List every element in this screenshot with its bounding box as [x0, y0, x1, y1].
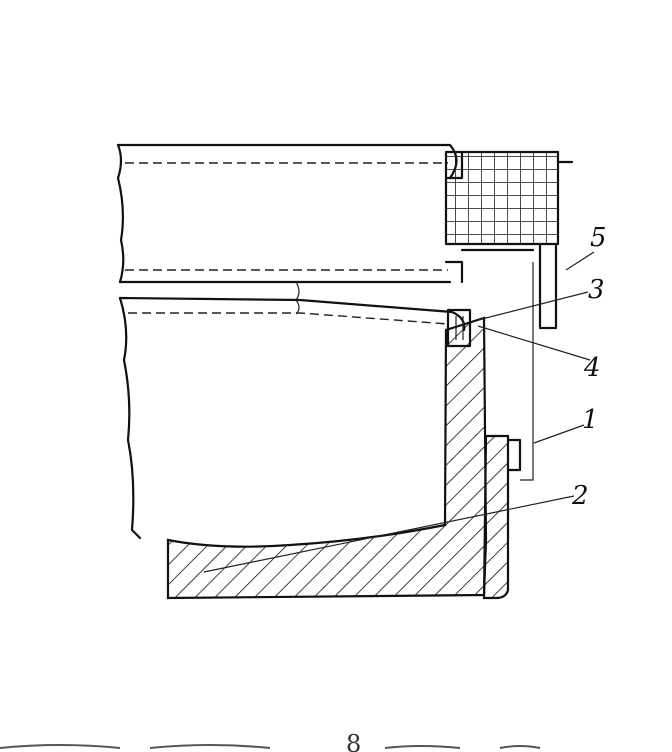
hatched-support — [166, 316, 522, 600]
label-5: 5 — [590, 223, 607, 253]
side-plate — [460, 242, 558, 481]
label-1: 1 — [582, 405, 599, 435]
figure-caption: 8 — [0, 730, 541, 752]
label-2: 2 — [571, 481, 589, 511]
label-4: 4 — [583, 353, 601, 383]
lower-sheet — [118, 281, 466, 540]
label-3: 3 — [588, 275, 605, 305]
upper-sheet-stack — [116, 143, 464, 284]
mesh-block — [444, 150, 574, 246]
clip-elements — [446, 308, 472, 348]
figure-number: 8 — [346, 730, 363, 752]
leader-lines — [203, 251, 595, 573]
